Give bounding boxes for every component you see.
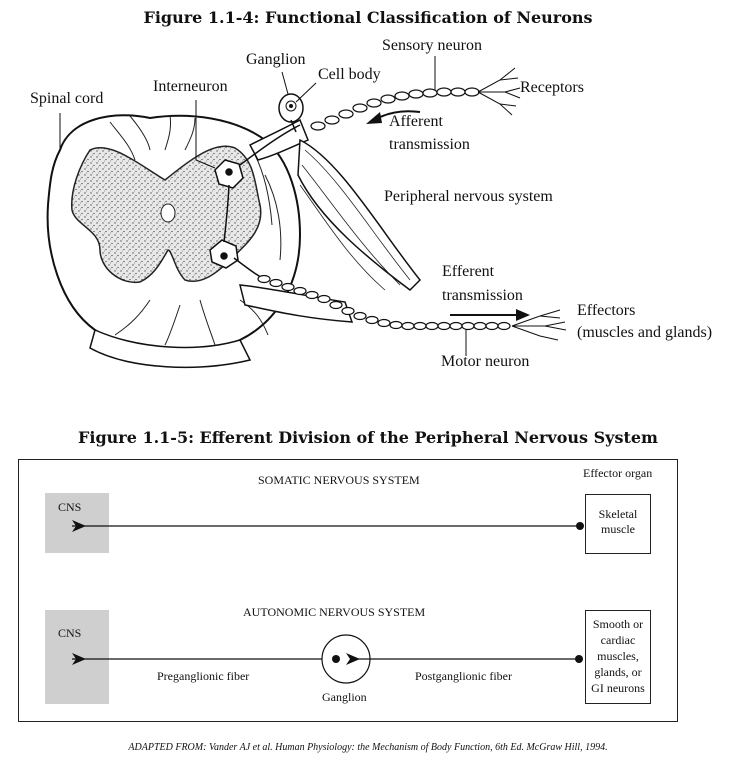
label-afferent-transmission: transmission bbox=[389, 136, 470, 153]
figure-1-title: Figure 1.1-4: Functional Classification … bbox=[143, 8, 593, 27]
label-effectors: Effectors bbox=[577, 302, 636, 319]
ganglion-synapse bbox=[332, 655, 340, 663]
label-ganglion: Ganglion bbox=[246, 51, 306, 68]
figure-2-title: Figure 1.1-5: Efferent Division of the P… bbox=[78, 428, 658, 447]
somatic-arrow-icon bbox=[72, 520, 86, 532]
skeletal-muscle-box bbox=[585, 494, 651, 554]
label-cell-body: Cell body bbox=[318, 66, 381, 83]
autonomic-terminal bbox=[575, 655, 583, 663]
ganglion-label: Ganglion bbox=[322, 690, 367, 704]
label-efferent-transmission: transmission bbox=[442, 287, 523, 304]
smooth-muscle-box bbox=[585, 610, 651, 704]
autonomic-cns-label: CNS bbox=[58, 626, 82, 640]
smooth-muscle-label: Smooth or cardiac muscles, glands, or GI… bbox=[591, 617, 645, 695]
label-muscles-and-glands: (muscles and glands) bbox=[577, 324, 713, 341]
label-spinal-cord: Spinal cord bbox=[30, 90, 104, 107]
label-afferent: Afferent bbox=[389, 113, 443, 130]
ganglion-arrow-icon bbox=[346, 653, 360, 665]
label-interneuron: Interneuron bbox=[153, 78, 228, 95]
preganglionic-label: Preganglionic fiber bbox=[157, 669, 250, 683]
label-peripheral-nervous-system: Peripheral nervous system bbox=[384, 188, 553, 205]
somatic-cns-label: CNS bbox=[58, 500, 82, 514]
label-receptors: Receptors bbox=[520, 79, 584, 96]
autonomic-arrow-icon bbox=[72, 653, 86, 665]
label-efferent: Efferent bbox=[442, 263, 495, 280]
autonomic-heading: AUTONOMIC NERVOUS SYSTEM bbox=[243, 605, 426, 619]
label-motor-neuron: Motor neuron bbox=[441, 353, 530, 370]
skeletal-muscle-label: Skeletal muscle bbox=[598, 507, 638, 536]
effector-organ-label: Effector organ bbox=[583, 466, 653, 480]
somatic-terminal bbox=[576, 522, 584, 530]
somatic-heading: SOMATIC NERVOUS SYSTEM bbox=[258, 473, 420, 487]
postganglionic-label: Postganglionic fiber bbox=[415, 669, 512, 683]
spinal-cord-illustration bbox=[46, 56, 567, 369]
label-sensory-neuron: Sensory neuron bbox=[382, 37, 482, 54]
source-caption: ADAPTED FROM: Vander AJ et al. Human Phy… bbox=[128, 742, 608, 753]
